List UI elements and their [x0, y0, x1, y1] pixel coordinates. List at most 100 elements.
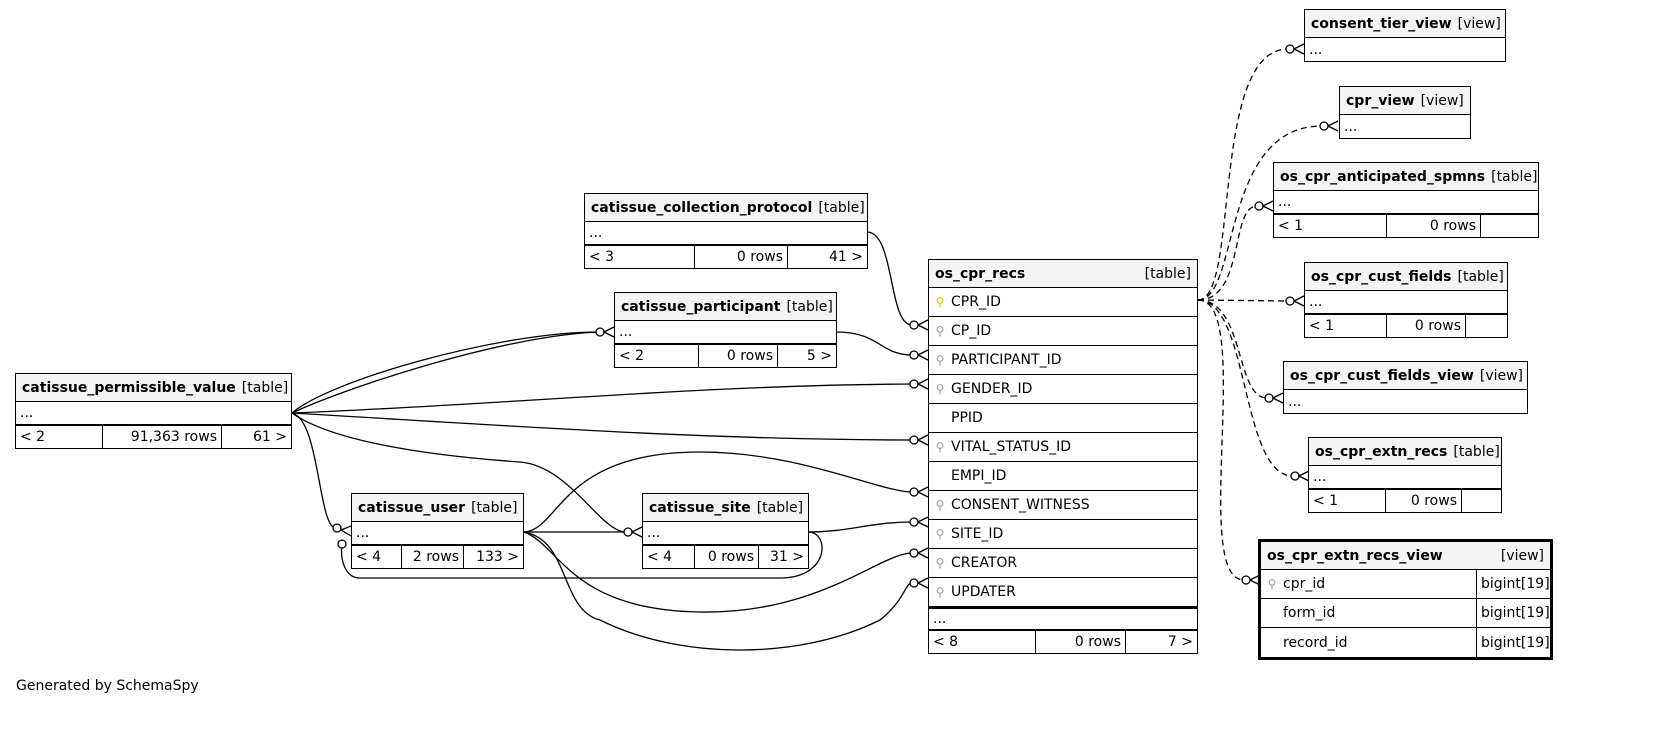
edge-cpr-extn-recs-view: [1197, 299, 1245, 581]
children-count[interactable]: 133 >: [476, 549, 519, 565]
table-stats: < 2 0 rows 5 >: [615, 344, 836, 367]
view-os-cpr-cust-fields-view[interactable]: os_cpr_cust_fields_view [view] ...: [1283, 361, 1528, 414]
table-catissue-site[interactable]: catissue_site [table] ... < 4 0 rows 31 …: [642, 493, 809, 569]
column-name: record_id: [1283, 634, 1348, 651]
column-row[interactable]: ⚲CP_ID: [929, 317, 1197, 346]
column-type: bigint[19]: [1476, 599, 1550, 627]
column-row[interactable]: ⚲CONSENT_WITNESS: [929, 491, 1197, 520]
edge-participant-participant-id: [835, 331, 913, 356]
table-name: os_cpr_extn_recs_view: [1267, 547, 1443, 564]
table-catissue-collection-protocol[interactable]: catissue_collection_protocol [table] ...…: [584, 193, 868, 269]
table-header: catissue_permissible_value [table]: [16, 374, 291, 402]
edge-site-site-id: [807, 521, 913, 533]
foreign-key-icon: ⚲: [935, 324, 945, 338]
table-os-cpr-recs[interactable]: os_cpr_recs [table] ⚲CPR_ID ⚲CP_ID ⚲PART…: [928, 259, 1198, 654]
table-stats: < 8 0 rows 7 >: [929, 630, 1197, 653]
parents-count[interactable]: < 8: [929, 631, 1036, 653]
table-catissue-user[interactable]: catissue_user [table] ... < 4 2 rows 133…: [351, 493, 524, 569]
edge-collection-protocol-cp-id: [866, 231, 913, 326]
column-name: CREATOR: [951, 555, 1018, 571]
table-name: catissue_permissible_value: [22, 379, 236, 396]
table-os-cpr-extn-recs[interactable]: os_cpr_extn_recs [table] ... < 1 0 rows: [1308, 437, 1502, 513]
table-name: os_cpr_extn_recs: [1315, 443, 1448, 460]
children-count[interactable]: 41 >: [829, 249, 863, 265]
parents-count[interactable]: < 1: [1274, 215, 1387, 237]
column-row[interactable]: ⚲ CREATOR: [929, 549, 1197, 578]
table-os-cpr-cust-fields[interactable]: os_cpr_cust_fields [table] ... < 1 0 row…: [1304, 262, 1508, 338]
column-row[interactable]: EMPI_ID: [929, 462, 1197, 491]
view-os-cpr-extn-recs-view[interactable]: os_cpr_extn_recs_view [view] ⚲ cpr_id bi…: [1258, 539, 1553, 660]
column-row[interactable]: record_id bigint[19]: [1261, 628, 1550, 657]
edge-permissible-participant-2: [291, 331, 599, 414]
column-row[interactable]: form_id bigint[19]: [1261, 599, 1550, 628]
children-count[interactable]: 5 >: [806, 348, 832, 364]
primary-key-icon: ⚲: [935, 295, 945, 309]
table-stats: < 4 0 rows 31 >: [643, 545, 808, 568]
column-row[interactable]: ⚲ cpr_id bigint[19]: [1261, 570, 1550, 599]
view-cpr-view[interactable]: cpr_view [view] ...: [1339, 86, 1471, 139]
parents-count[interactable]: < 1: [1305, 315, 1387, 337]
table-kind: [table]: [1453, 443, 1500, 460]
children-count[interactable]: [1466, 315, 1507, 337]
table-catissue-participant[interactable]: catissue_participant [table] ... < 2 0 r…: [614, 292, 837, 368]
table-kind: [view]: [1500, 547, 1544, 564]
table-os-cpr-anticipated-spmns[interactable]: os_cpr_anticipated_spmns [table] ... < 1…: [1273, 162, 1539, 238]
table-kind: [view]: [1457, 15, 1501, 32]
table-name: catissue_user: [358, 499, 466, 516]
children-count[interactable]: 61 >: [253, 429, 287, 445]
foreign-key-icon: ⚲: [935, 556, 945, 570]
foreign-key-icon: ⚲: [935, 382, 945, 396]
children-count[interactable]: [1481, 215, 1538, 237]
table-header: os_cpr_anticipated_spmns [table]: [1274, 163, 1538, 191]
table-header: os_cpr_cust_fields_view [view]: [1284, 362, 1527, 390]
foreign-key-icon: ⚲: [1267, 577, 1277, 591]
table-header: catissue_user [table]: [352, 494, 523, 522]
table-name: os_cpr_anticipated_spmns: [1280, 168, 1486, 185]
table-name: os_cpr_cust_fields_view: [1290, 367, 1474, 384]
table-kind: [table]: [786, 298, 833, 315]
edge-cpr-cust-fields: [1197, 299, 1289, 302]
view-consent-tier-view[interactable]: consent_tier_view [view] ...: [1304, 9, 1506, 62]
column-name: EMPI_ID: [951, 468, 1007, 484]
column-row[interactable]: ⚲SITE_ID: [929, 520, 1197, 549]
column-row[interactable]: ⚲UPDATER: [929, 578, 1197, 607]
collapsed-columns: ...: [1305, 291, 1507, 314]
parents-count[interactable]: < 4: [352, 546, 402, 568]
collapsed-columns: ...: [1274, 191, 1538, 214]
column-row[interactable]: ⚲VITAL_STATUS_ID: [929, 433, 1197, 462]
children-count[interactable]: [1462, 490, 1501, 512]
collapsed-columns: ...: [643, 522, 808, 545]
table-name: cpr_view: [1346, 92, 1415, 109]
column-row[interactable]: ⚲ PARTICIPANT_ID: [929, 346, 1197, 375]
parents-count[interactable]: < 2: [615, 345, 699, 367]
column-name: PARTICIPANT_ID: [951, 352, 1062, 368]
table-stats: < 1 0 rows: [1274, 214, 1538, 237]
collapsed-columns: ...: [1344, 118, 1358, 135]
parents-count[interactable]: < 2: [16, 426, 103, 448]
column-type: bigint[19]: [1476, 628, 1550, 657]
generated-by-footer[interactable]: Generated by SchemaSpy: [16, 678, 199, 694]
parents-count[interactable]: < 4: [643, 546, 695, 568]
column-name: UPDATER: [951, 584, 1016, 600]
table-header: os_cpr_extn_recs [table]: [1309, 438, 1501, 466]
table-stats: < 2 91,363 rows 61 >: [16, 425, 291, 448]
parents-count[interactable]: < 3: [585, 246, 695, 268]
table-catissue-permissible-value[interactable]: catissue_permissible_value [table] ... <…: [15, 373, 292, 449]
children-count[interactable]: 7 >: [1167, 634, 1193, 650]
collapsed-columns: ...: [929, 607, 1197, 630]
table-stats: < 1 0 rows: [1309, 489, 1501, 512]
column-name: CPR_ID: [951, 294, 1001, 310]
children-count[interactable]: 31 >: [770, 549, 804, 565]
column-row[interactable]: PPID: [929, 404, 1197, 433]
row-count: 0 rows: [699, 345, 778, 367]
row-count: 0 rows: [695, 546, 759, 568]
table-kind: [table]: [1457, 268, 1504, 285]
column-name: VITAL_STATUS_ID: [951, 439, 1071, 455]
table-stats: < 3 0 rows 41 >: [585, 245, 867, 268]
column-row[interactable]: ⚲GENDER_ID: [929, 375, 1197, 404]
parents-count[interactable]: < 1: [1309, 490, 1386, 512]
column-row[interactable]: ⚲ CPR_ID: [929, 288, 1197, 317]
row-count: 0 rows: [1386, 490, 1462, 512]
table-header: catissue_participant [table]: [615, 293, 836, 321]
foreign-key-icon: ⚲: [935, 353, 945, 367]
